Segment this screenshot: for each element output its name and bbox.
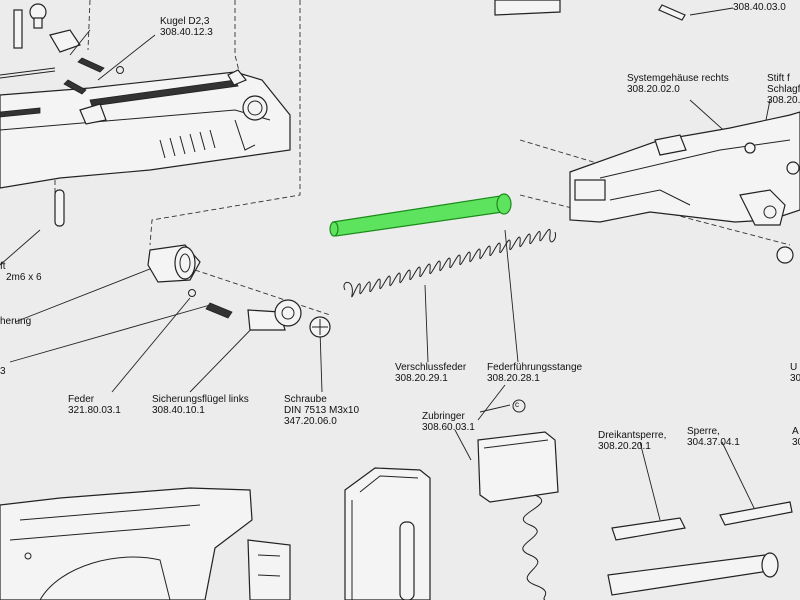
- label-kugel: Kugel D2,3 308.40.12.3: [160, 16, 213, 38]
- part-number: 347.20.06.0: [284, 416, 337, 427]
- pistol-frame: [0, 487, 291, 600]
- label-feder: Feder 321.80.03.1: [68, 394, 121, 416]
- part-name: Sperre,: [687, 426, 720, 437]
- part-name: Sicherungsflügel links: [152, 394, 249, 405]
- part-name: ft: [0, 261, 6, 272]
- label-sperre: Sperre, 304.37.04.1: [687, 426, 740, 448]
- label-left-number: 3: [0, 366, 6, 377]
- part-name: Zubringer: [422, 411, 465, 422]
- part-name: Schraube: [284, 394, 327, 405]
- part-name: Kugel D2,3: [160, 16, 210, 27]
- label-verschlussfeder: Verschlussfeder 308.20.29.1: [395, 362, 466, 384]
- part-number: 304.37.04.1: [687, 437, 740, 448]
- part-number: 308.20.29.1: [395, 373, 448, 384]
- part-spec: 2m6 x 6: [6, 272, 42, 283]
- part-name: herung: [0, 316, 32, 327]
- part-name-line2: Schlagf: [767, 84, 800, 95]
- label-zubringer: Zubringer 308.60.03.1: [422, 411, 475, 433]
- part-number: 308.40.03.0: [733, 2, 786, 13]
- safety-lever-parts: [147, 244, 331, 338]
- receiver-housing: [569, 111, 800, 264]
- part-name: Systemgehäuse rechts: [627, 73, 729, 84]
- magazine-body: [344, 467, 431, 600]
- part-number: 308.20.1: [767, 95, 800, 106]
- label-top-right-number: 308.40.03.0: [733, 2, 786, 13]
- label-federfuehrungsstange: Federführungsstange 308.20.28.1: [487, 362, 582, 384]
- part-name: Federführungsstange: [487, 362, 583, 373]
- part-number: 308.20.02.0: [627, 84, 680, 95]
- part-number: 308.20.28.1: [487, 373, 540, 384]
- part-number: 308.60.03.1: [422, 422, 475, 433]
- part-number: 3: [0, 366, 6, 377]
- recoil-spring: [343, 228, 557, 298]
- label-stift-schlag: Stift f Schlagf 308.20.1: [767, 73, 800, 106]
- part-spec: DIN 7513 M3x10: [284, 405, 360, 416]
- magazine-follower: [477, 399, 559, 600]
- label-stift-left: ft 2m6 x 6: [0, 261, 42, 283]
- label-systemgehaeuse: Systemgehäuse rechts 308.20.02.0: [627, 73, 729, 95]
- small-bottom-right-parts: [607, 501, 793, 596]
- label-sicherung: herung: [0, 316, 31, 327]
- part-number: 308.20.20.1: [598, 441, 651, 452]
- callout-letter: c: [515, 400, 519, 409]
- label-dreikantsperre: Dreikantsperre, 308.20.20.1: [598, 430, 666, 452]
- part-number: 30: [792, 437, 800, 448]
- small-top-parts: [0, 0, 686, 227]
- label-right-u: U 30: [790, 362, 800, 384]
- label-right-a: A 30: [792, 426, 800, 448]
- part-number: 321.80.03.1: [68, 405, 121, 416]
- part-name: Stift f: [767, 73, 790, 84]
- guide-rod-highlighted: [329, 193, 512, 237]
- callout-zubringer: c: [515, 400, 519, 409]
- part-number: 30: [790, 373, 800, 384]
- label-sicherungsfluegel: Sicherungsflügel links 308.40.10.1: [152, 394, 249, 416]
- part-name: A: [792, 426, 799, 437]
- part-name: Verschlussfeder: [395, 362, 467, 373]
- part-number: 308.40.12.3: [160, 27, 213, 38]
- part-name: U: [790, 362, 798, 373]
- part-number: 308.40.10.1: [152, 405, 205, 416]
- slide-assembly: [0, 69, 291, 189]
- part-name: Feder: [68, 394, 95, 405]
- part-name: Dreikantsperre,: [598, 430, 667, 441]
- label-schraube: Schraube DIN 7513 M3x10 347.20.06.0: [284, 394, 359, 427]
